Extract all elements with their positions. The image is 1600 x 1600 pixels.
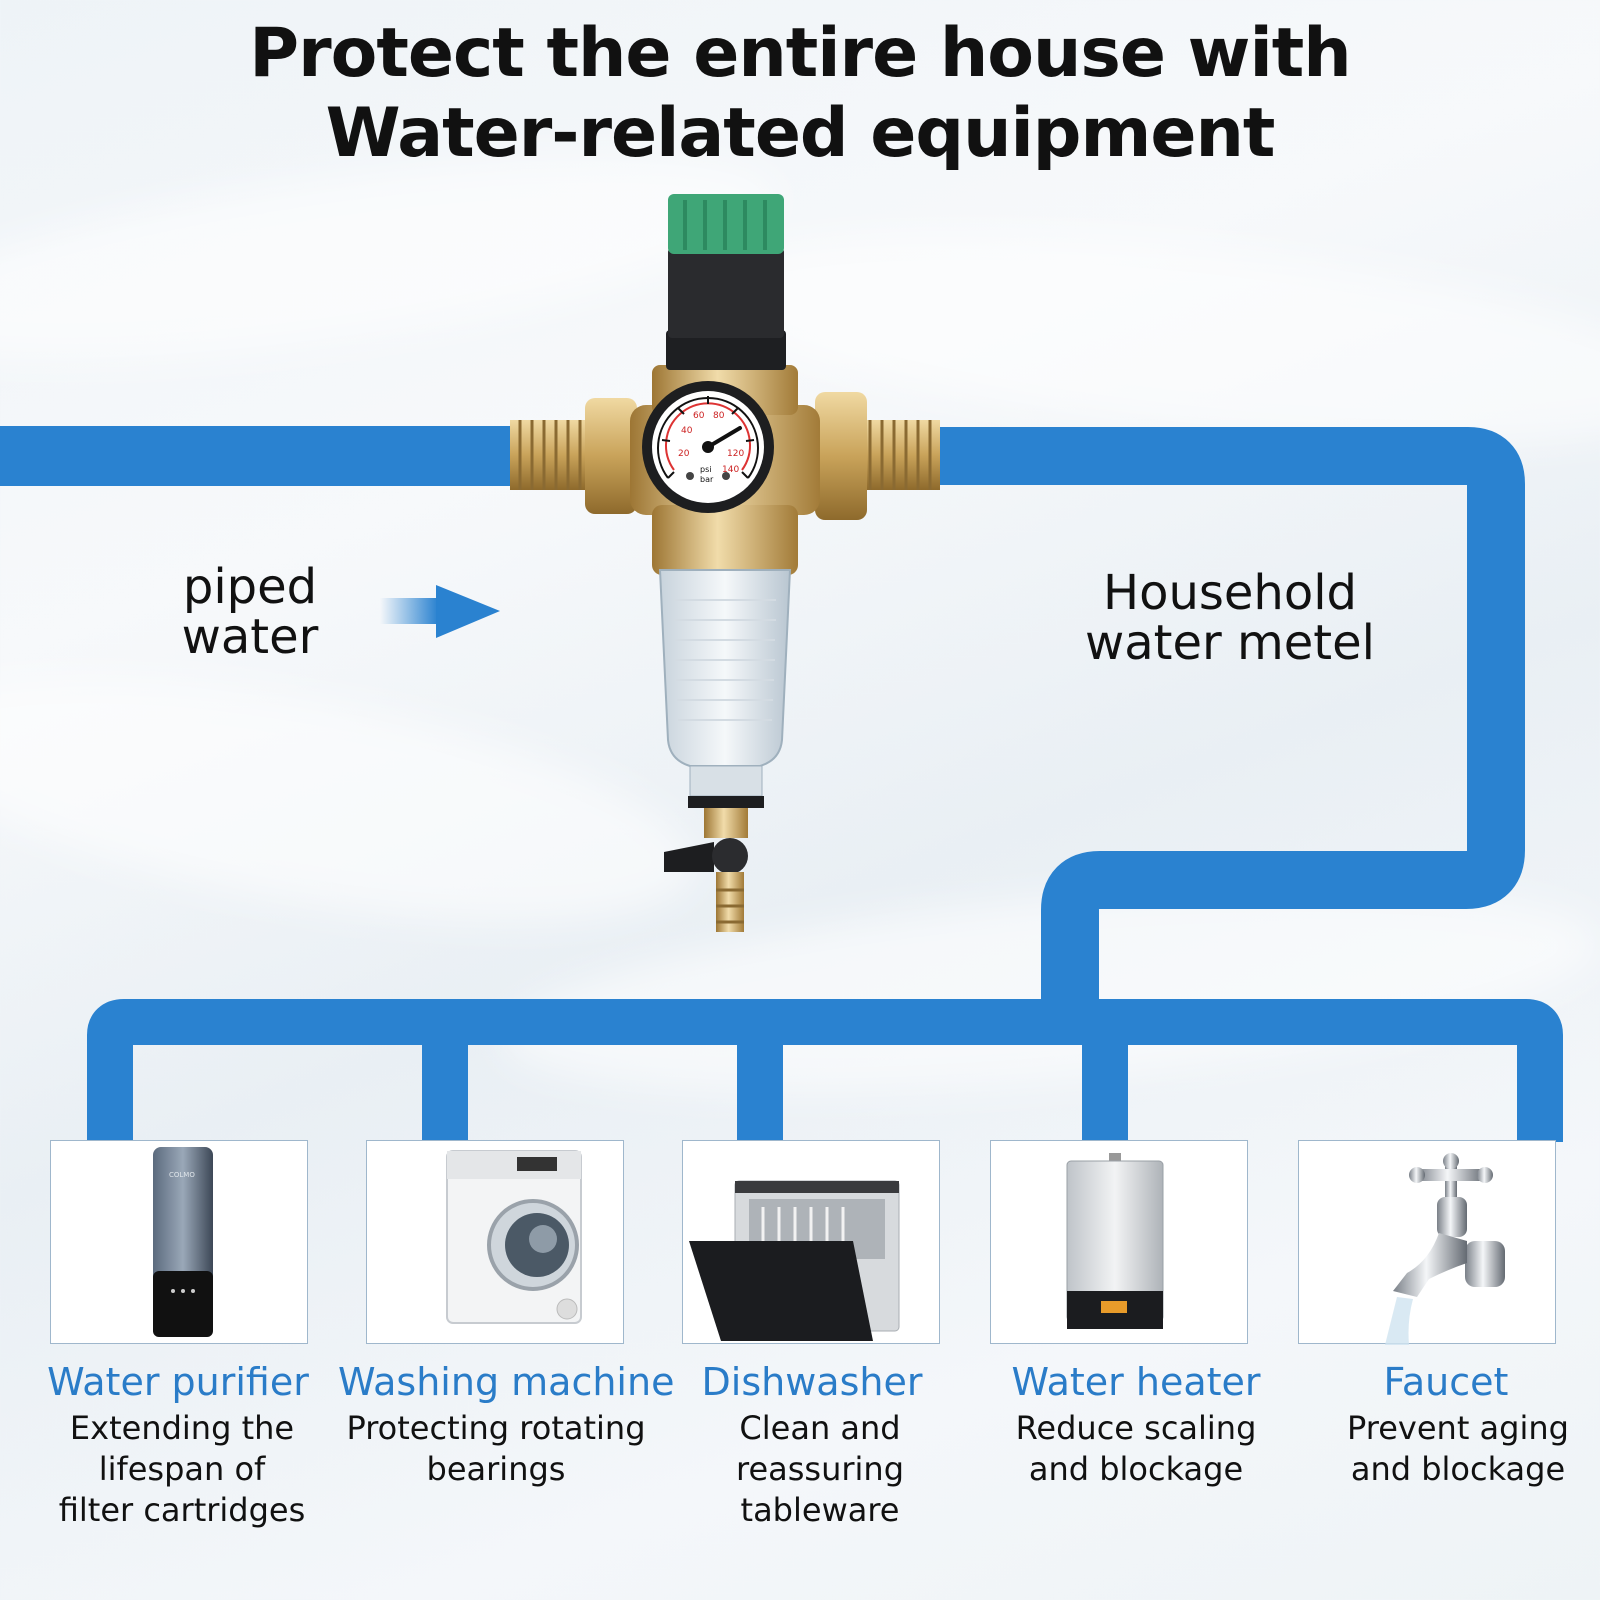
meter-label-line-1: Household [1102,565,1357,621]
desc-line: Extending the [69,1409,295,1447]
card-faucet [1298,1140,1556,1345]
inlet-label-line-1: piped [182,559,318,615]
card-washing-machine [366,1140,624,1344]
water-heater-icon [1066,1153,1164,1329]
appliance-name-dishwasher: Dishwasher [701,1360,923,1404]
bowl-o-ring [688,796,764,808]
outlet-thread [860,420,940,490]
inlet-nut [585,398,637,514]
meter-label: Household water metel [1080,568,1380,668]
desc-line: filter cartridges [58,1491,306,1529]
appliance-desc-water-heater: Reduce scaling and blockage [976,1408,1296,1490]
bowl-base [689,765,763,797]
gauge-needle [706,426,742,449]
title-line-1: Protect the entire house with [249,14,1351,93]
appliance-name-water-purifier: Water purifier [47,1360,309,1404]
drain-fitting [704,808,748,838]
bowl-collar [652,505,798,575]
pressure-gauge: 20 40 60 80 120 140 psi bar [642,381,774,513]
desc-line: reassuring [735,1450,904,1488]
gauge-tick-60: 60 [693,411,705,421]
page-title: Protect the entire house with Water-rela… [0,14,1600,174]
appliance-desc-water-purifier: Extending the lifespan of filter cartrid… [22,1408,342,1531]
dishwasher-icon [689,1180,900,1341]
desc-line: tableware [740,1491,900,1529]
pressure-reducing-filter-valve: 20 40 60 80 120 140 psi bar [510,194,940,932]
desc-line: Prevent aging [1347,1409,1569,1447]
appliance-name-water-heater: Water heater [1011,1360,1261,1404]
inlet-label-line-2: water [181,609,319,665]
appliance-name-faucet: Faucet [1383,1360,1509,1404]
gauge-tick-20: 20 [678,449,690,459]
inlet-thread [510,420,590,490]
outlet-pipe [930,427,1525,1030]
appliance-desc-dishwasher: Clean and reassuring tableware [660,1408,980,1531]
card-water-heater [990,1140,1248,1344]
faucet-icon [1385,1153,1505,1345]
title-line-2: Water-related equipment [325,94,1276,173]
desc-line: and blockage [1350,1450,1566,1488]
drain-valve-handle [664,842,714,872]
appliance-name-washing-machine: Washing machine [338,1360,675,1404]
gauge-unit-bar: bar [700,475,714,484]
inlet-label: piped water [150,562,350,662]
desc-line: bearings [426,1450,566,1488]
appliance-desc-washing-machine: Protecting rotating bearings [336,1408,656,1490]
desc-line: lifespan of [98,1450,266,1488]
washing-machine-icon [446,1150,582,1324]
gauge-tick-120: 120 [727,449,744,459]
gauge-tick-40: 40 [681,426,693,436]
card-dishwasher [682,1140,940,1344]
drain-valve-knob [712,838,748,874]
desc-line: Clean and [739,1409,901,1447]
desc-line: Protecting rotating [346,1409,646,1447]
distribution-manifold [87,999,1563,1142]
meter-label-line-2: water metel [1085,615,1375,671]
gauge-unit-psi: psi [700,465,711,474]
purifier-brand: COLMO [169,1171,195,1179]
gauge-tick-140: 140 [722,465,739,475]
bonnet [668,248,784,338]
desc-line: Reduce scaling [1015,1409,1257,1447]
gauge-tick-80: 80 [713,411,725,421]
card-water-purifier: COLMO [50,1140,308,1344]
bonnet-nut [666,330,786,370]
flow-arrow-icon [380,585,500,638]
desc-line: and blockage [1028,1450,1244,1488]
appliance-desc-faucet: Prevent aging and blockage [1298,1408,1600,1490]
inlet-pipe [0,426,520,486]
water-purifier-icon: COLMO [153,1147,213,1337]
outlet-nut [815,392,867,520]
